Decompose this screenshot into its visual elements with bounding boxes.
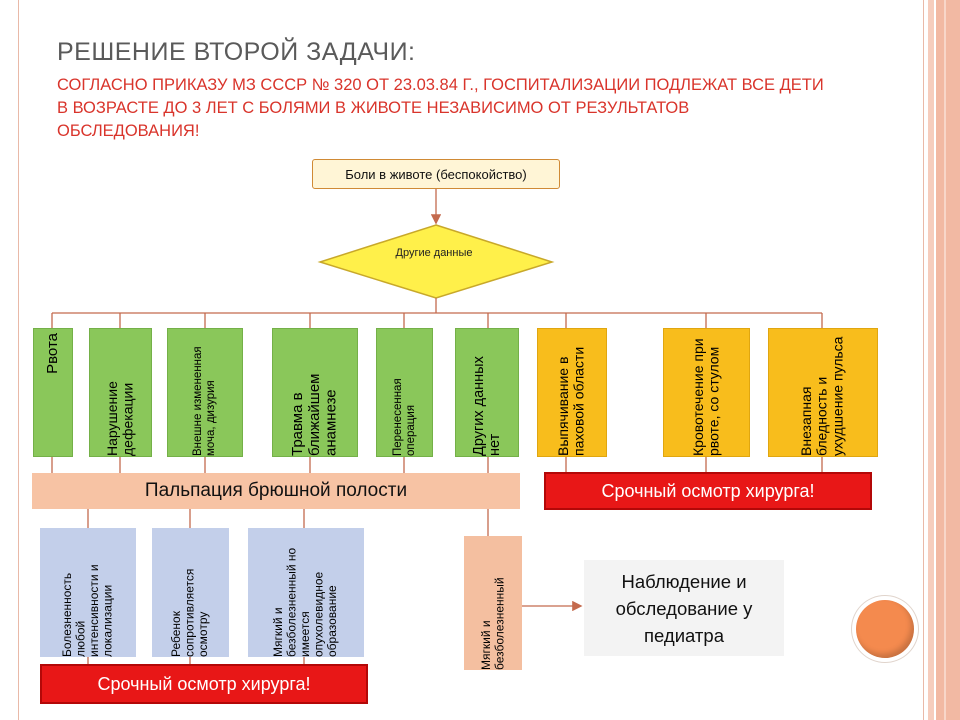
- decor-stripe: [936, 0, 960, 720]
- symptom-no-data: Других данных нет: [455, 328, 519, 457]
- finding-mass: Мягкий и безболезненный но имеется опухо…: [248, 528, 364, 657]
- decor-stripe: [928, 0, 934, 720]
- symptom-pallor: Внезапная бледность и ухудшение пульса: [768, 328, 878, 457]
- start-box: Боли в животе (беспокойство): [312, 159, 560, 189]
- decor-circle: [856, 600, 914, 658]
- soft-painless-box: Мягкий и безболезненный: [464, 536, 522, 670]
- symptom-defecation: Нарушение дефекации: [89, 328, 152, 457]
- urgent-surgeon-bottom: Срочный осмотр хирурга!: [40, 664, 368, 704]
- symptom-trauma: Травма в ближайшем анамнезе: [272, 328, 358, 457]
- finding-pain: Болезненность любой интенсивности и лока…: [40, 528, 136, 657]
- symptom-vomiting: Рвота: [33, 328, 73, 457]
- pediatrician-box: Наблюдение и обследование у педиатра: [584, 560, 784, 656]
- palpation-box: Пальпация брюшной полости: [32, 473, 520, 509]
- decision-label: Другие данные: [395, 247, 473, 259]
- finding-resists: Ребенок сопротивляется осмотру: [152, 528, 229, 657]
- slide-title: РЕШЕНИЕ ВТОРОЙ ЗАДАЧИ:: [57, 38, 416, 66]
- decor-stripe: [944, 0, 946, 720]
- slide-frame: [18, 0, 924, 720]
- symptom-surgery: Перенесенная операция: [376, 328, 433, 457]
- urgent-surgeon-top: Срочный осмотр хирурга!: [544, 472, 872, 510]
- symptom-urine: Внешне измененная моча, дизурия: [167, 328, 243, 457]
- slide-subtitle: СОГЛАСНО ПРИКАЗУ МЗ СССР № 320 ОТ 23.03.…: [57, 76, 824, 140]
- symptom-bleeding: Кровотечение при рвоте, со стулом: [663, 328, 750, 457]
- symptom-inguinal: Выпячивание в паховой области: [537, 328, 607, 457]
